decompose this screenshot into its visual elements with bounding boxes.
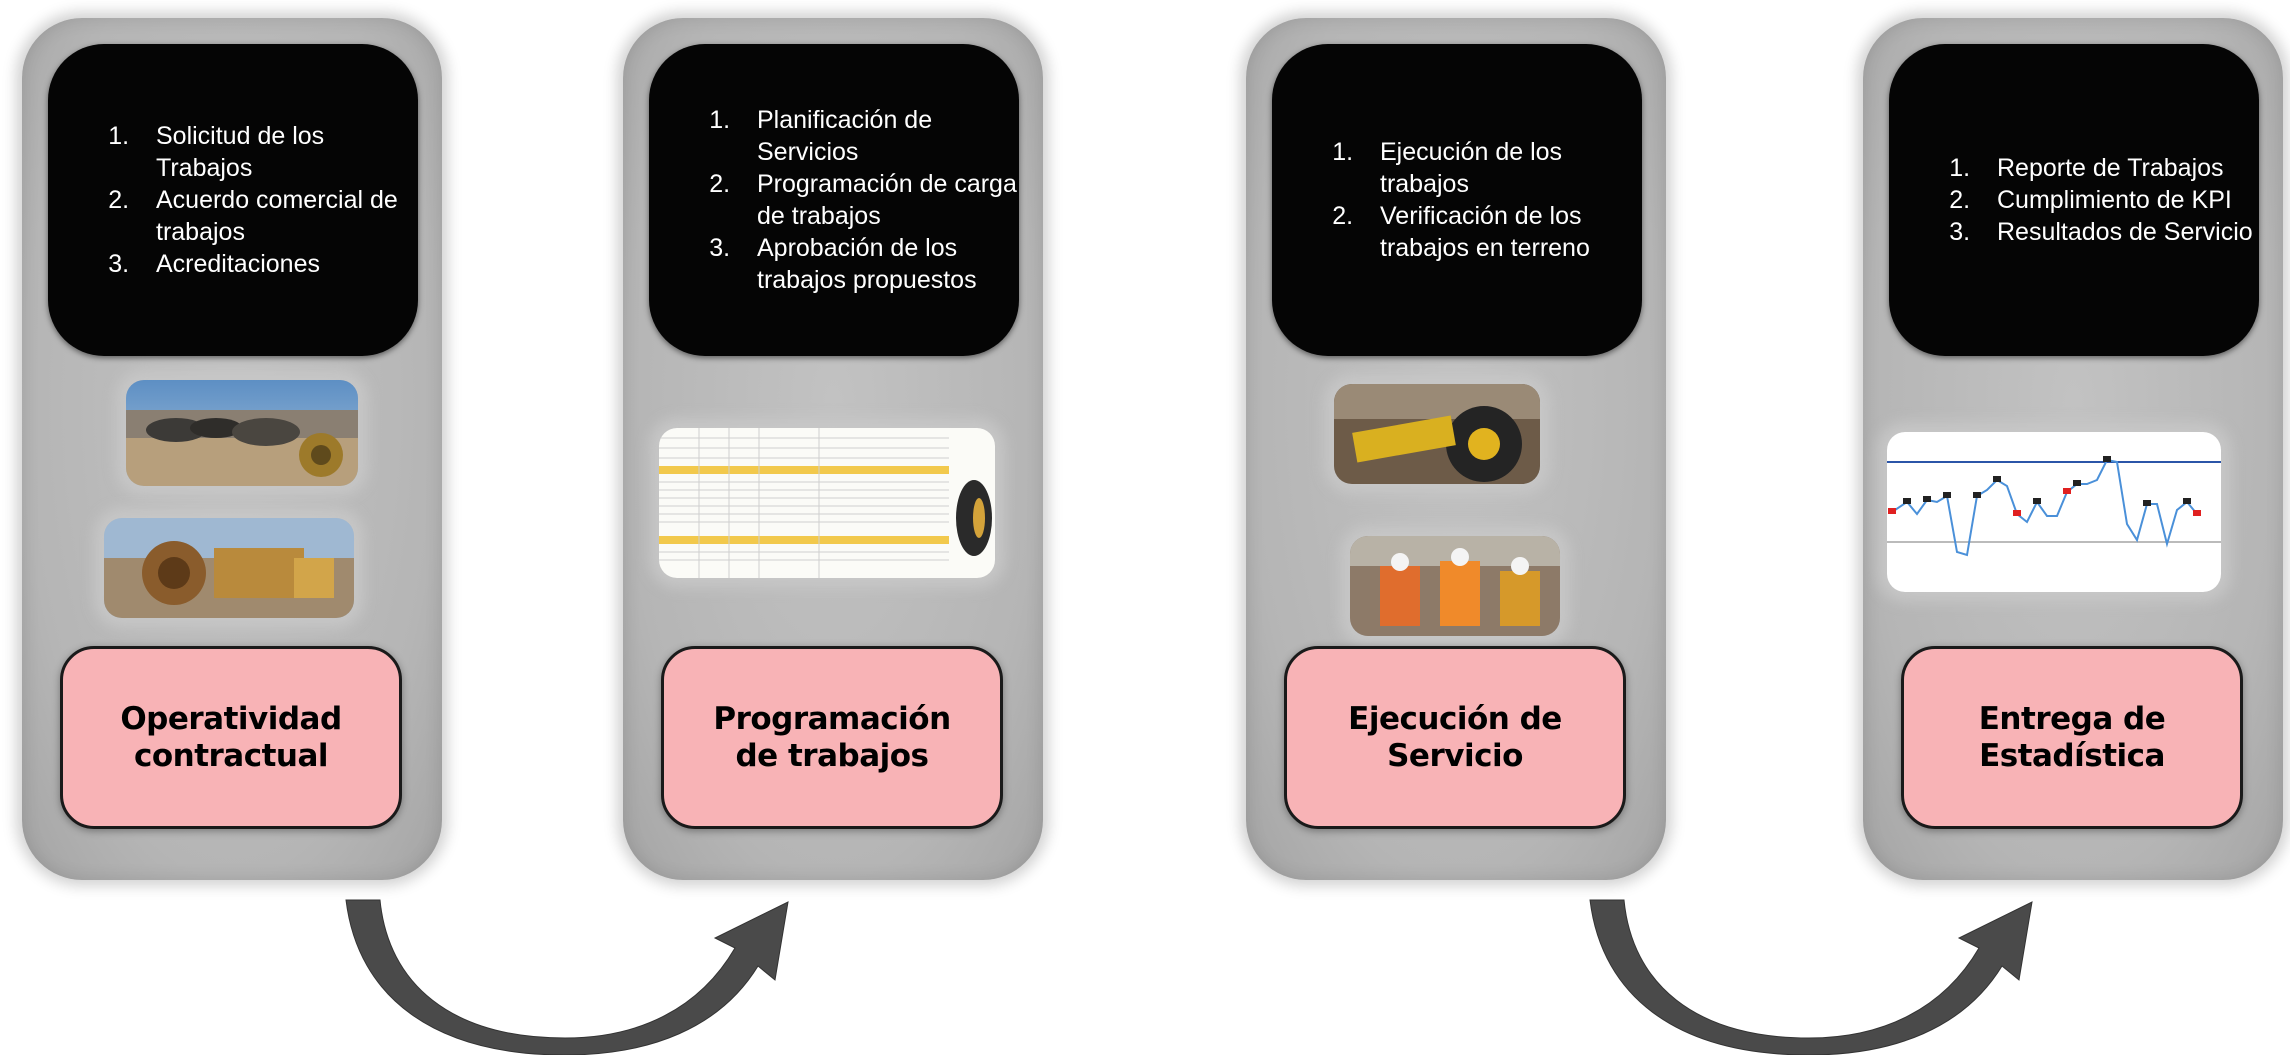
field-equipment-photo	[1334, 384, 1540, 484]
step-item: Ejecución de los trabajos	[1360, 136, 1642, 200]
stage-title-box: Operatividad contractual	[60, 646, 402, 829]
stage-title-box: Programación de trabajos	[661, 646, 1003, 829]
tire-yard-photo	[126, 380, 358, 486]
steps-list: Planificación de Servicios Programación …	[649, 104, 1019, 296]
steps-list: Ejecución de los trabajos Verificación d…	[1272, 136, 1642, 264]
steps-box: Planificación de Servicios Programación …	[649, 44, 1019, 356]
step-item: Cumplimiento de KPI	[1977, 184, 2259, 216]
stage-operatividad: Solicitud de los Trabajos Acuerdo comerc…	[22, 18, 442, 880]
steps-box: Ejecución de los trabajos Verificación d…	[1272, 44, 1642, 356]
kpi-chart-image	[1887, 432, 2221, 592]
curved-arrow-icon	[1589, 899, 2033, 1055]
wheel-hub-photo	[104, 518, 354, 618]
step-item: Planificación de Servicios	[737, 104, 1019, 168]
stage-programacion: Planificación de Servicios Programación …	[623, 18, 1043, 880]
steps-list: Solicitud de los Trabajos Acuerdo comerc…	[48, 120, 418, 280]
stage-title-box: Entrega de Estadística	[1901, 646, 2243, 829]
steps-list: Reporte de Trabajos Cumplimiento de KPI …	[1889, 152, 2259, 248]
step-item: Acreditaciones	[136, 248, 418, 280]
step-item: Resultados de Servicio	[1977, 216, 2259, 248]
steps-box: Solicitud de los Trabajos Acuerdo comerc…	[48, 44, 418, 356]
step-item: Acuerdo comercial de trabajos	[136, 184, 418, 248]
stage-title: Entrega de Estadística	[1978, 700, 2166, 774]
stage-estadistica: Reporte de Trabajos Cumplimiento de KPI …	[1863, 18, 2283, 880]
stage-ejecucion: Ejecución de los trabajos Verificación d…	[1246, 18, 1666, 880]
schedule-table-image	[659, 428, 995, 578]
step-item: Aprobación de los trabajos propuestos	[737, 232, 1019, 296]
step-item: Solicitud de los Trabajos	[136, 120, 418, 184]
stage-title-box: Ejecución de Servicio	[1284, 646, 1626, 829]
step-item: Reporte de Trabajos	[1977, 152, 2259, 184]
curved-arrow-icon	[345, 899, 789, 1055]
stage-title: Ejecución de Servicio	[1348, 700, 1562, 774]
steps-box: Reporte de Trabajos Cumplimiento de KPI …	[1889, 44, 2259, 356]
stage-title: Programación de trabajos	[713, 700, 951, 774]
field-workers-photo	[1350, 536, 1560, 636]
stage-title: Operatividad contractual	[120, 700, 342, 774]
step-item: Verificación de los trabajos en terreno	[1360, 200, 1642, 264]
step-item: Programación de carga de trabajos	[737, 168, 1019, 232]
